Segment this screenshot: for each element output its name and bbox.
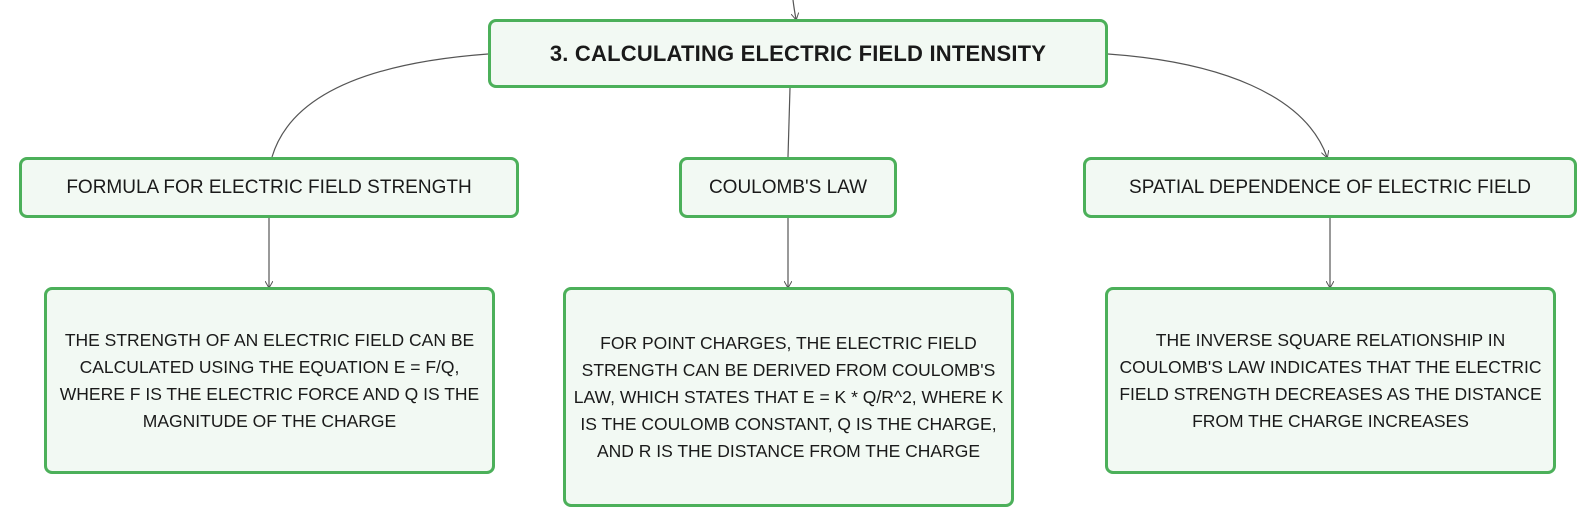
- branch-node-coulombs-law-label: COULOMB'S LAW: [708, 176, 868, 198]
- detail-node-formula[interactable]: THE STRENGTH OF AN ELECTRIC FIELD CAN BE…: [44, 287, 495, 474]
- connector-root-to-spatial: [1107, 53, 1327, 157]
- branch-node-formula-label: FORMULA FOR ELECTRIC FIELD STRENGTH: [66, 176, 472, 198]
- connector-root-to-formula: [271, 53, 489, 158]
- detail-node-coulombs-law[interactable]: FOR POINT CHARGES, THE ELECTRIC FIELD ST…: [563, 287, 1014, 507]
- root-node-label: 3. CALCULATING ELECTRIC FIELD INTENSITY: [549, 40, 1047, 66]
- branch-node-spatial-dependence-label: SPATIAL DEPENDENCE OF ELECTRIC FIELD: [1129, 176, 1531, 198]
- detail-node-formula-text: THE STRENGTH OF AN ELECTRIC FIELD CAN BE…: [59, 329, 480, 431]
- connector-root-to-coulomb: [787, 87, 791, 158]
- detail-node-coulombs-law-text: FOR POINT CHARGES, THE ELECTRIC FIELD ST…: [573, 332, 1004, 461]
- branch-node-formula[interactable]: FORMULA FOR ELECTRIC FIELD STRENGTH: [19, 157, 519, 218]
- detail-node-spatial-dependence-text: THE INVERSE SQUARE RELATIONSHIP IN COULO…: [1119, 329, 1542, 431]
- connector-incoming-root: [793, 0, 796, 19]
- detail-node-spatial-dependence[interactable]: THE INVERSE SQUARE RELATIONSHIP IN COULO…: [1105, 287, 1556, 474]
- branch-node-spatial-dependence[interactable]: SPATIAL DEPENDENCE OF ELECTRIC FIELD: [1083, 157, 1577, 218]
- branch-node-coulombs-law[interactable]: COULOMB'S LAW: [679, 157, 897, 218]
- root-node[interactable]: 3. CALCULATING ELECTRIC FIELD INTENSITY: [488, 19, 1108, 88]
